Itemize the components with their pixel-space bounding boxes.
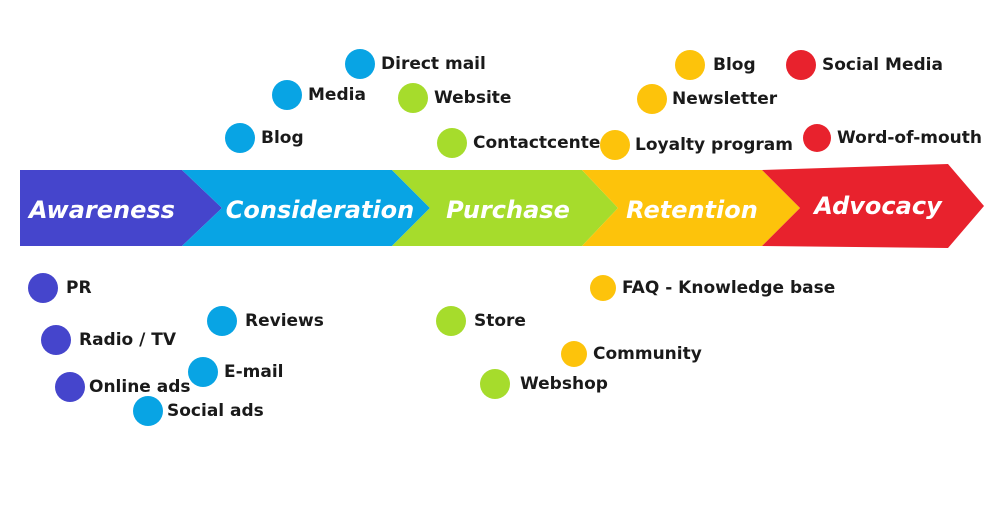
touchpoint-label: Radio / TV bbox=[79, 330, 177, 350]
consideration-dot bbox=[188, 357, 218, 387]
touchpoint-label: PR bbox=[66, 278, 92, 298]
touchpoint-website: Website bbox=[398, 83, 511, 113]
consideration-dot bbox=[133, 396, 163, 426]
stage-awareness-label: Awareness bbox=[29, 196, 175, 224]
touchpoint-label: Media bbox=[308, 85, 366, 105]
touchpoint-label: E-mail bbox=[224, 362, 284, 382]
purchase-dot bbox=[436, 306, 466, 336]
touchpoint-label: Community bbox=[593, 344, 702, 364]
touchpoint-store: Store bbox=[436, 306, 526, 336]
stage-advocacy-label: Advocacy bbox=[814, 192, 942, 220]
touchpoint-blog-consideration: Blog bbox=[225, 123, 304, 153]
touchpoint-label: Online ads bbox=[89, 377, 191, 397]
touchpoint-label: Reviews bbox=[245, 311, 324, 331]
touchpoint-label: Store bbox=[474, 311, 526, 331]
awareness-dot bbox=[28, 273, 58, 303]
consideration-dot bbox=[225, 123, 255, 153]
touchpoint-email: E-mail bbox=[188, 357, 284, 387]
touchpoint-label: Word-of-mouth bbox=[837, 128, 982, 148]
purchase-dot bbox=[398, 83, 428, 113]
advocacy-dot bbox=[786, 50, 816, 80]
consideration-arrow bbox=[182, 170, 430, 246]
retention-arrow bbox=[582, 170, 800, 246]
retention-dot bbox=[600, 130, 630, 160]
stage-purchase-label: Purchase bbox=[446, 196, 570, 224]
touchpoint-label: Blog bbox=[261, 128, 304, 148]
advocacy-dot bbox=[803, 124, 831, 152]
touchpoint-label: FAQ - Knowledge base bbox=[622, 278, 836, 298]
touchpoint-newsletter: Newsletter bbox=[637, 84, 777, 114]
touchpoint-label: Social ads bbox=[167, 401, 264, 421]
touchpoint-community: Community bbox=[561, 341, 702, 367]
touchpoint-label: Website bbox=[434, 88, 512, 108]
purchase-dot bbox=[480, 369, 510, 399]
stage-retention-label: Retention bbox=[626, 196, 758, 224]
touchpoint-media: Media bbox=[272, 80, 366, 110]
consideration-dot bbox=[345, 49, 375, 79]
touchpoint-social-media: Social Media bbox=[786, 50, 943, 80]
touchpoint-webshop: Webshop bbox=[480, 369, 608, 399]
touchpoint-label: Newsletter bbox=[672, 89, 778, 109]
retention-dot bbox=[637, 84, 667, 114]
touchpoint-direct-mail: Direct mail bbox=[345, 49, 486, 79]
retention-dot bbox=[561, 341, 587, 367]
awareness-dot bbox=[55, 372, 85, 402]
touchpoint-label: Contactcenter bbox=[473, 133, 609, 153]
touchpoint-label: Webshop bbox=[520, 374, 608, 394]
touchpoint-pr: PR bbox=[28, 273, 92, 303]
touchpoint-blog-retention: Blog bbox=[675, 50, 756, 80]
touchpoint-word-of-mouth: Word-of-mouth bbox=[803, 124, 982, 152]
advocacy-arrow bbox=[762, 164, 984, 248]
awareness-dot bbox=[41, 325, 71, 355]
touchpoint-contactcenter: Contactcenter bbox=[437, 128, 609, 158]
touchpoint-loyalty-program: Loyalty program bbox=[600, 130, 793, 160]
purchase-dot bbox=[437, 128, 467, 158]
touchpoint-label: Loyalty program bbox=[635, 135, 793, 155]
purchase-arrow bbox=[392, 170, 618, 246]
consideration-dot bbox=[207, 306, 237, 336]
touchpoint-social-ads: Social ads bbox=[133, 396, 264, 426]
touchpoint-reviews: Reviews bbox=[207, 306, 324, 336]
retention-dot bbox=[675, 50, 705, 80]
touchpoint-radio-tv: Radio / TV bbox=[41, 325, 176, 355]
touchpoint-online-ads: Online ads bbox=[55, 372, 191, 402]
touchpoint-faq-knowledge-base: FAQ - Knowledge base bbox=[590, 275, 835, 301]
touchpoint-label: Social Media bbox=[822, 55, 943, 75]
stage-consideration-label: Consideration bbox=[225, 196, 415, 224]
retention-dot bbox=[590, 275, 616, 301]
awareness-arrow bbox=[20, 170, 222, 246]
touchpoint-label: Direct mail bbox=[381, 54, 486, 74]
touchpoint-label: Blog bbox=[713, 55, 756, 75]
consideration-dot bbox=[272, 80, 302, 110]
